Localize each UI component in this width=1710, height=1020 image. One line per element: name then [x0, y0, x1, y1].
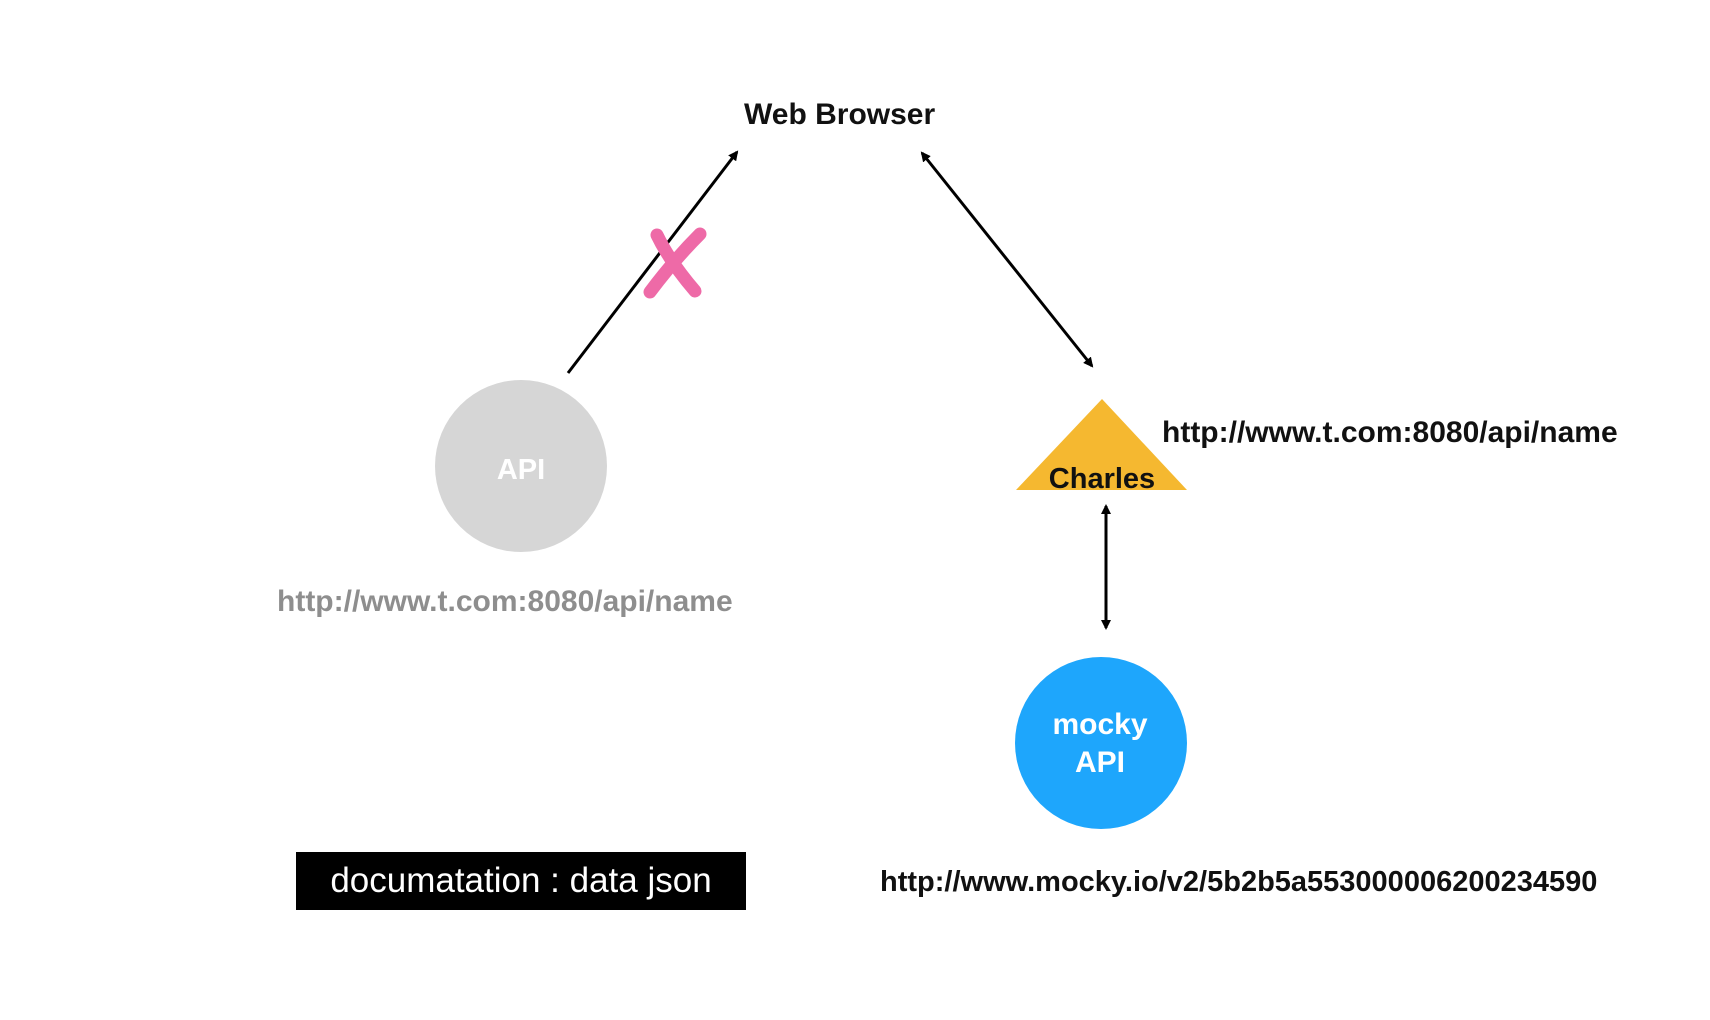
api-to-browser-arrow	[566, 150, 739, 374]
web-browser-label: Web Browser	[744, 98, 936, 131]
cross-icon	[643, 227, 707, 299]
browser-charles-arrow	[920, 151, 1094, 368]
mocky-api-node-label: mocky API	[1014, 706, 1186, 781]
mocky-api-node-circle	[1015, 657, 1187, 829]
mocky-label-line2: API	[1074, 745, 1125, 779]
api-url-label: http://www.t.com:8080/api/name	[277, 585, 733, 618]
charles-node-label: Charles	[1048, 463, 1156, 495]
documentation-label: documatation : data json	[296, 852, 746, 910]
charles-node-triangle	[1016, 399, 1187, 490]
api-node-label: API	[496, 454, 546, 486]
api-node-circle	[435, 380, 607, 552]
cross-stroke-b	[643, 227, 707, 299]
charles-url-label: http://www.t.com:8080/api/name	[1162, 416, 1618, 449]
mocky-url-label: http://www.mocky.io/v2/5b2b5a55300000620…	[880, 866, 1598, 898]
mocky-label-line1: mocky	[1052, 708, 1148, 741]
